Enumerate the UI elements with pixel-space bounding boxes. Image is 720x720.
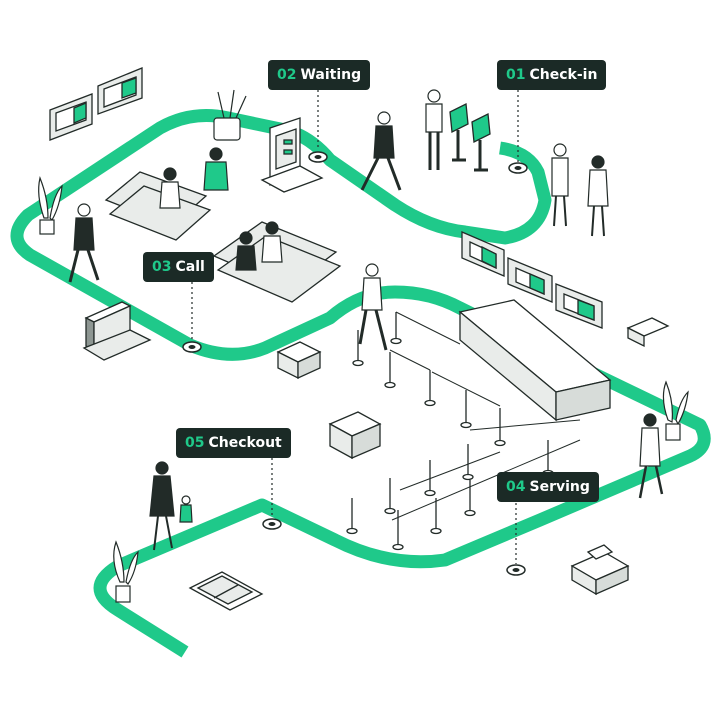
marker-call [182,341,202,353]
stage-number: 01 [506,67,526,83]
box-icon [276,317,670,460]
stage-name: Check-in [529,67,598,83]
seat-bench-icon [104,171,342,303]
marker-serving [506,564,526,576]
leader-lines [191,90,519,564]
stage-name: Checkout [208,435,282,451]
kiosk-icon [260,117,324,193]
plant-icon [213,89,247,141]
stage-name: Serving [529,479,590,495]
stage-number: 04 [506,479,526,495]
stage-name: Waiting [300,67,362,83]
person-icon [68,89,664,551]
stage-number: 02 [277,67,297,83]
printer-icon [570,544,630,596]
stanchion-icon [346,311,581,551]
marker-checkin [508,162,528,174]
plant-icon [662,380,689,441]
clipboard-icon [188,571,264,611]
plant-icon [38,176,63,235]
stage-name: Call [175,259,205,275]
marker-waiting [308,151,328,163]
stage-number: 05 [185,435,205,451]
marker-checkout [262,518,282,530]
kiosk-icon [449,102,491,172]
stage-number: 03 [152,259,172,275]
queue-display-icon [49,67,143,141]
customer-journey-path [10,109,711,658]
file-cabinet-icon [82,301,152,361]
plant-icon [113,540,139,603]
service-counter-icon [458,231,612,422]
stage-markers [182,151,528,576]
